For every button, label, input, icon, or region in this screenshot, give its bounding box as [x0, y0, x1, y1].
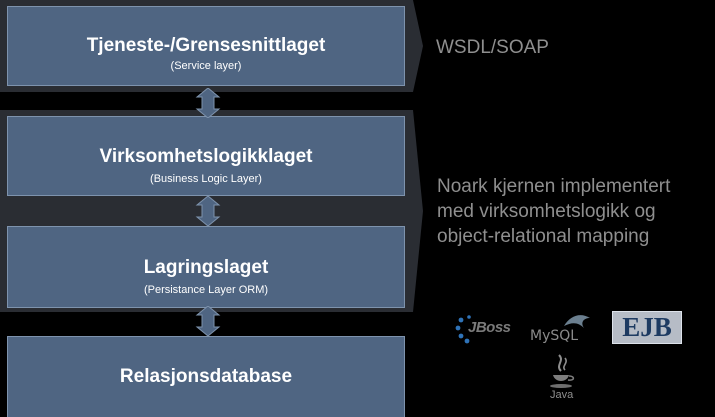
database-layer-title: Relasjonsdatabase [119, 366, 293, 387]
jboss-logo: JBoss [455, 314, 517, 344]
double-arrow-icon [195, 306, 221, 336]
jboss-logo-text: JBoss [468, 319, 511, 336]
core-annotation-line-3: object-relational mapping [437, 226, 650, 247]
persistence-layer-box: Lagringslaget (Persistance Layer ORM) [7, 226, 405, 308]
double-arrow-icon [195, 88, 221, 118]
service-band-chevron [405, 0, 423, 92]
service-layer-title: Tjeneste-/Grensesnittlaget [86, 35, 326, 56]
business-logic-layer-box: Virksomhetslogikklaget (Business Logic L… [7, 116, 405, 196]
database-layer-box: Relasjonsdatabase [7, 336, 405, 417]
mysql-logo: MySQL [530, 310, 592, 348]
business-logic-layer-subtitle: (Business Logic Layer) [150, 173, 262, 185]
java-logo-text: Java [550, 389, 574, 401]
mysql-logo-text: MySQL [530, 328, 579, 344]
service-layer-box: Tjeneste-/Grensesnittlaget (Service laye… [7, 6, 405, 86]
ejb-logo: EJB [612, 311, 682, 344]
core-annotation-line-2: med virksomhetslogikk og [437, 201, 656, 222]
core-band-chevron [405, 110, 423, 312]
core-annotation-line-1: Noark kjernen implementert [437, 176, 671, 197]
persistence-layer-title: Lagringslaget [143, 257, 269, 278]
service-annotation: WSDL/SOAP [436, 37, 549, 58]
double-arrow-icon [195, 196, 221, 226]
persistence-layer-subtitle: (Persistance Layer ORM) [143, 284, 269, 296]
service-layer-subtitle: (Service layer) [170, 60, 242, 72]
ejb-logo-text: EJB [622, 312, 672, 342]
java-logo: Java [547, 353, 577, 405]
business-logic-layer-title: Virksomhetslogikklaget [99, 146, 313, 167]
